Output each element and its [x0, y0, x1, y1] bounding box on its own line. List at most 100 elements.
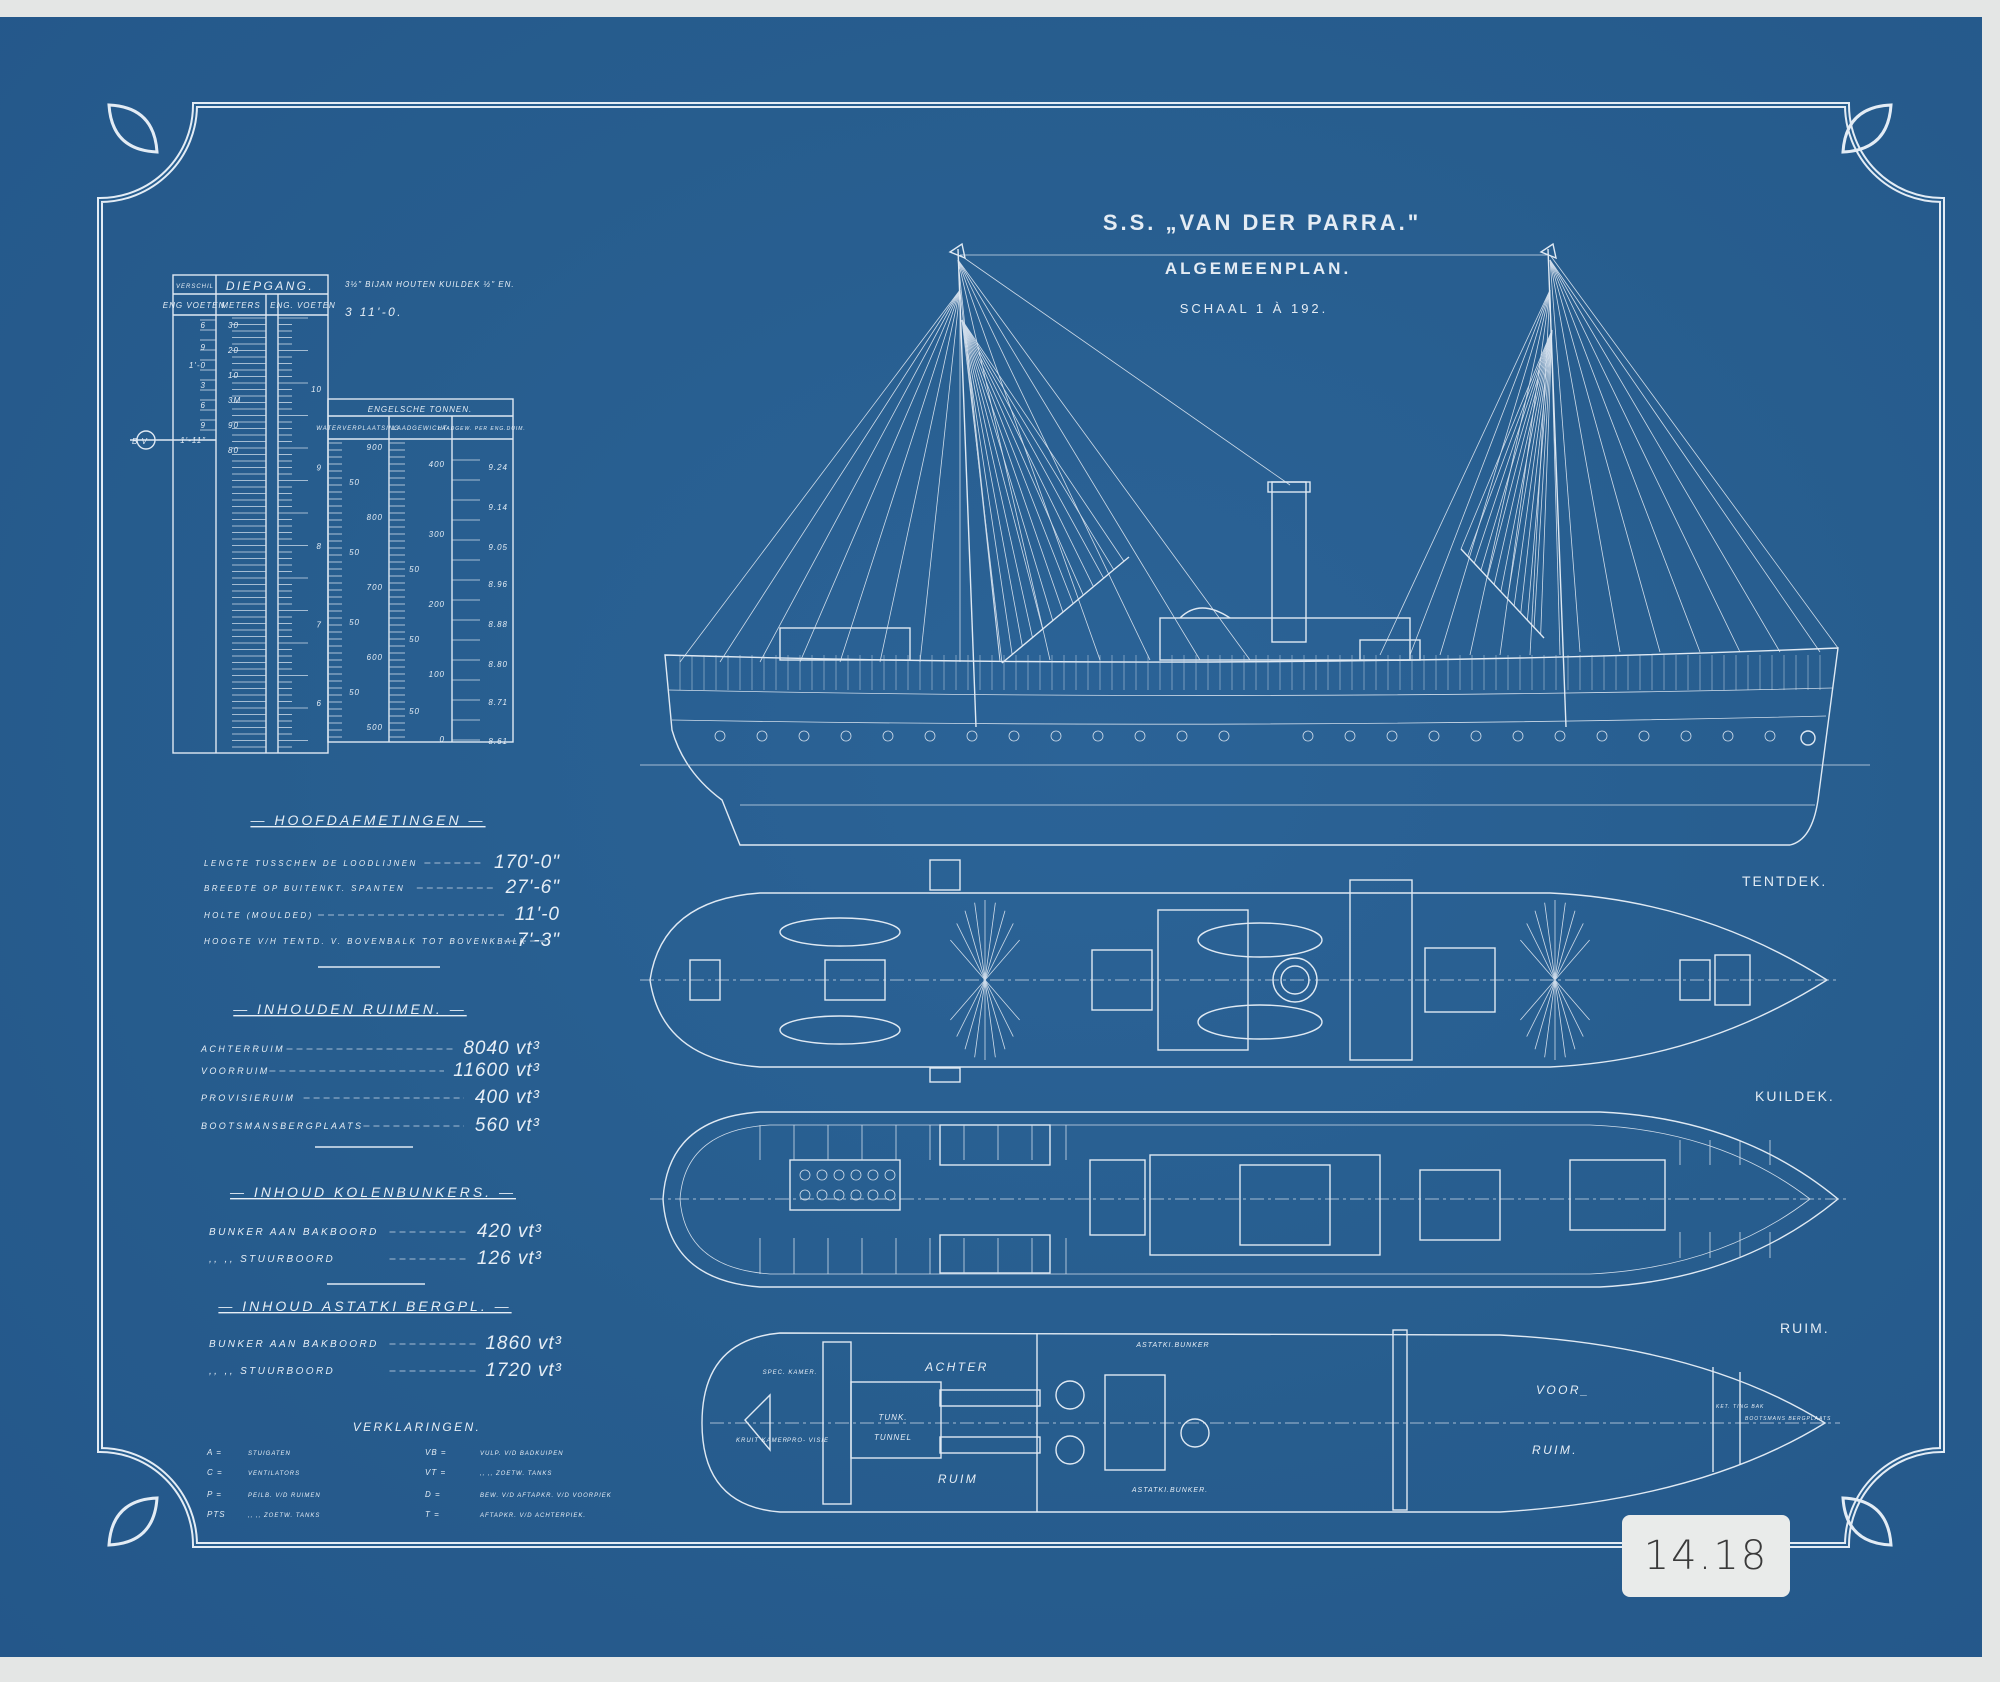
rigging-line	[961, 319, 1033, 638]
funnel-plan	[1272, 957, 1318, 1003]
astatki_bunkers-label: BUNKER AAN BAKBOORD	[209, 1339, 379, 1350]
draught-table: B V VERSCHIL DIEPGANG. ENG VOETEN METERS…	[130, 274, 514, 754]
deadweight-value: 50	[409, 707, 420, 716]
legend-text: ,, ,, ZOETW. TANKS	[480, 1471, 552, 1477]
rigging-line	[1379, 289, 1551, 656]
legend-text: BEW. V/D AFTAPKR. V/D VOORPIEK	[480, 1493, 612, 1499]
saloon-chair	[833, 1169, 845, 1181]
draught-inch-value: 1'-11"	[180, 436, 206, 445]
per-inch-value: 9.05	[488, 543, 508, 552]
astatki-bunkers-heading: — INHOUD ASTATKI BERGPL. —	[217, 1298, 511, 1314]
main_dimensions-label: BREEDTE OP BUITENKT. SPANTEN	[204, 884, 405, 893]
coal-bunkers: — INHOUD KOLENBUNKERS. — BUNKER AAN BAKB…	[209, 1184, 542, 1285]
hold-contents-heading: — INHOUDEN RUIMEN. —	[232, 1001, 466, 1017]
rigging-line	[1499, 289, 1551, 656]
legend-key: T =	[425, 1510, 440, 1519]
rigging-plan-line	[1520, 979, 1556, 1021]
astatki_bunkers-value: 1720 vt³	[485, 1360, 562, 1381]
hold_contents-value: 8040 vt³	[463, 1038, 540, 1059]
deadweight-value: 200	[428, 600, 445, 609]
rigging-line	[839, 289, 961, 663]
corner-leaf-ornament	[107, 1496, 159, 1547]
legend-text: STUIGATEN	[248, 1451, 291, 1457]
blueprint-sheet	[0, 17, 1982, 1657]
saloon-chair	[799, 1189, 811, 1201]
label-tunnel: TUNNEL	[874, 1433, 912, 1442]
tonnage-title: ENGELSCHE TONNEN.	[368, 405, 472, 414]
col-verschil: VERSCHIL	[176, 284, 214, 290]
rigging-line	[1549, 259, 1621, 653]
corner-leaf-ornament	[1841, 103, 1893, 154]
rigging-plan-line	[1526, 979, 1556, 1037]
draught-inch-value: 6	[201, 401, 206, 410]
diepgang-title: DIEPGANG.	[226, 279, 314, 293]
label-bootsmans: BOOTSMANS BERGPLAATS	[1745, 1416, 1831, 1422]
porthole	[1596, 730, 1608, 742]
deadweight-value: 100	[429, 670, 445, 679]
coal_bunkers-label: ,, ,, STUURBOORD	[209, 1254, 335, 1265]
saloon-chair	[867, 1189, 879, 1201]
saloon-chair	[850, 1189, 862, 1201]
rigging-line	[1460, 329, 1553, 550]
main_dimensions-label: LENGTE TUSSCHEN DE LOODLIJNEN	[204, 859, 418, 868]
legend-key: PTS	[207, 1510, 226, 1519]
hold_contents-value: 400 vt³	[475, 1087, 540, 1108]
decorative-frame	[97, 102, 1945, 1548]
hull-profile	[664, 647, 1839, 846]
rigging-line	[679, 289, 961, 663]
label-astatki-top: ASTATKI.BUNKER	[1135, 1342, 1209, 1349]
displacement-value: 600	[367, 653, 383, 662]
ship-title: S.S. „VAN DER PARRA."	[1103, 210, 1421, 235]
draught-feet-value: 6	[317, 699, 322, 708]
rigging-plan-line	[984, 939, 1020, 981]
saloon-chair	[884, 1169, 896, 1181]
hold_contents-label: VOORRUIM	[201, 1066, 270, 1076]
saloon-chair	[850, 1169, 862, 1181]
rigging-plan-line	[1534, 910, 1556, 981]
legend-key: D =	[425, 1490, 441, 1499]
displacement-value: 700	[367, 583, 383, 592]
saloon-table	[789, 1159, 901, 1211]
rigging-line	[1480, 329, 1553, 571]
rigging-line	[957, 259, 1101, 661]
deadweight-value: 300	[429, 530, 445, 539]
draught-meter-value: 90	[228, 421, 239, 430]
draught-inch-value: 3	[201, 381, 206, 390]
displacement-value: 50	[349, 688, 360, 697]
draught-feet-value: 10	[311, 385, 322, 394]
saloon-chair	[867, 1169, 879, 1181]
displacement-value: 900	[367, 443, 383, 452]
saloon-chair	[816, 1169, 828, 1181]
label-ruim-aft: RUIM	[938, 1472, 978, 1486]
main_dimensions-value: 170'-0"	[494, 852, 560, 873]
displacement-value: 800	[367, 513, 383, 522]
rigging-plan-line	[1520, 939, 1556, 981]
bv-mark: B V	[132, 437, 148, 446]
rigging-plan-line	[984, 910, 1006, 981]
rigging-plan-line	[950, 939, 986, 981]
label-provisie: PRO- VISIE	[787, 1438, 829, 1444]
scale-label: SCHAAL 1 À 192.	[1180, 301, 1329, 316]
rigging-plan-line	[1554, 939, 1590, 981]
rigging-plan-line	[984, 923, 1014, 981]
porthole	[1764, 730, 1776, 742]
porthole	[882, 730, 894, 742]
propeller-shaft	[939, 1389, 1041, 1407]
deadweight-value: 400	[429, 460, 445, 469]
porthole	[756, 730, 768, 742]
rigging-line	[961, 319, 1115, 570]
rigging-line	[1513, 329, 1553, 607]
lifeboat	[779, 1015, 901, 1045]
header-per-inch: LAADGEW. PER ENG.DUIM.	[438, 426, 526, 432]
rigging-line	[1493, 329, 1553, 585]
label-spec-kamer: SPEC. KAMER.	[763, 1370, 818, 1376]
draught-feet-value: 8	[317, 542, 322, 551]
coal_bunkers-value: 126 vt³	[477, 1248, 542, 1269]
draught-meter-value: 3M	[228, 396, 241, 405]
rigging-plan-line	[964, 910, 986, 981]
rigging-line	[1549, 259, 1661, 653]
midship-house	[1159, 617, 1411, 661]
rigging-plan-line	[1554, 902, 1566, 981]
label-astatki-bottom: ASTATKI.BUNKER.	[1131, 1487, 1208, 1494]
